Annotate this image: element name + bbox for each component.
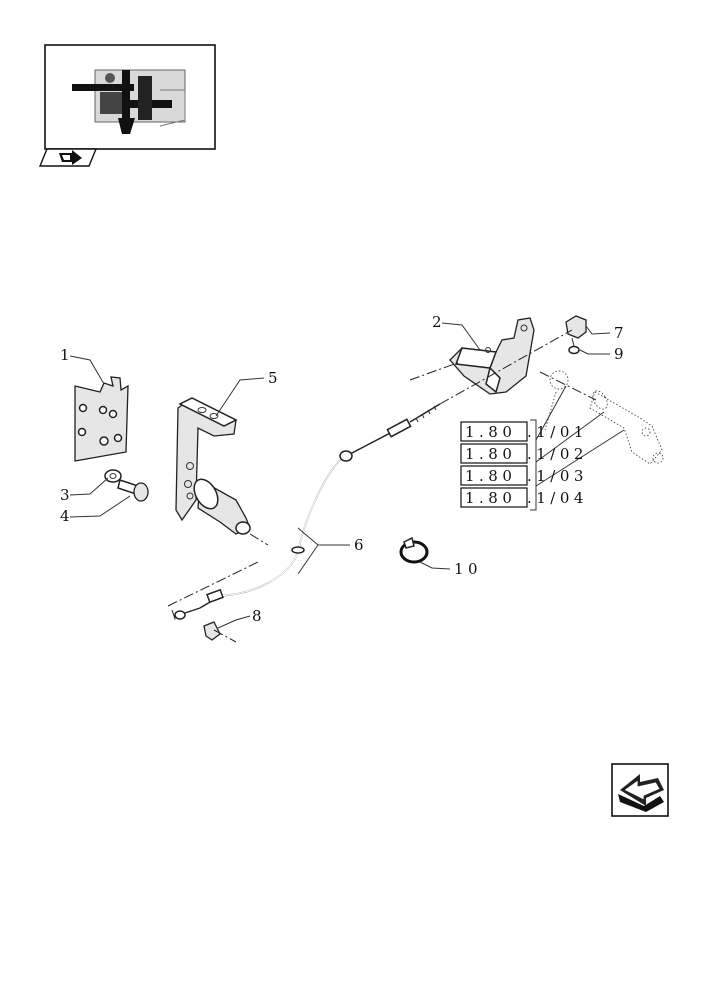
reference-row[interactable]: 1.80 .1/03 [460,465,588,486]
reference-suffix-text: .1/02 [527,445,588,463]
assembly-thumbnail[interactable] [44,44,216,150]
reference-suffix-text: .1/01 [527,423,588,441]
part-6-cable [174,403,441,620]
callout-4: 4 [60,507,70,525]
leader-lines [69,322,625,629]
part-5-bracket [175,397,251,535]
part-2-bracket [449,317,535,395]
callout-10: 10 [454,560,482,578]
assembly-axes [167,329,597,643]
part-10-clamp [399,536,429,564]
reference-box-text: 1.80 [465,467,516,485]
callout-9: 9 [614,345,624,363]
reference-suffix-text: .1/04 [527,489,588,507]
part-3-washer [104,469,122,483]
next-page-arrow-icon [618,774,664,812]
part-8-clip [203,621,221,641]
reference-box-text: 1.80 [465,423,516,441]
callout-6: 6 [354,536,364,554]
reference-box-text: 1.80 [465,489,516,507]
part-7-fitting [565,315,587,347]
reference-row[interactable]: 1.80 .1/01 [460,421,588,442]
callout-5: 5 [268,369,278,387]
thumbnail-tab[interactable] [38,148,98,167]
reference-row[interactable]: 1.80 .1/02 [460,443,588,464]
callout-7: 7 [614,324,624,342]
reference-list: 1.80 .1/01 1.80 .1/02 1.80 .1/03 1.80 .1… [460,421,588,508]
callout-2: 2 [432,313,442,331]
pedal-shaft-assembly [544,370,664,465]
part-9-washer [568,345,580,355]
reference-box-text: 1.80 [465,445,516,463]
reference-suffix-text: .1/03 [527,467,588,485]
part-4-bolt [117,479,149,502]
callout-3: 3 [60,486,70,504]
callout-1: 1 [60,346,70,364]
reference-row[interactable]: 1.80 .1/04 [460,487,588,508]
prev-arrow-small-icon [59,150,82,165]
part-1-plate [74,376,129,462]
callout-8: 8 [252,607,262,625]
next-page-button[interactable] [611,763,669,817]
